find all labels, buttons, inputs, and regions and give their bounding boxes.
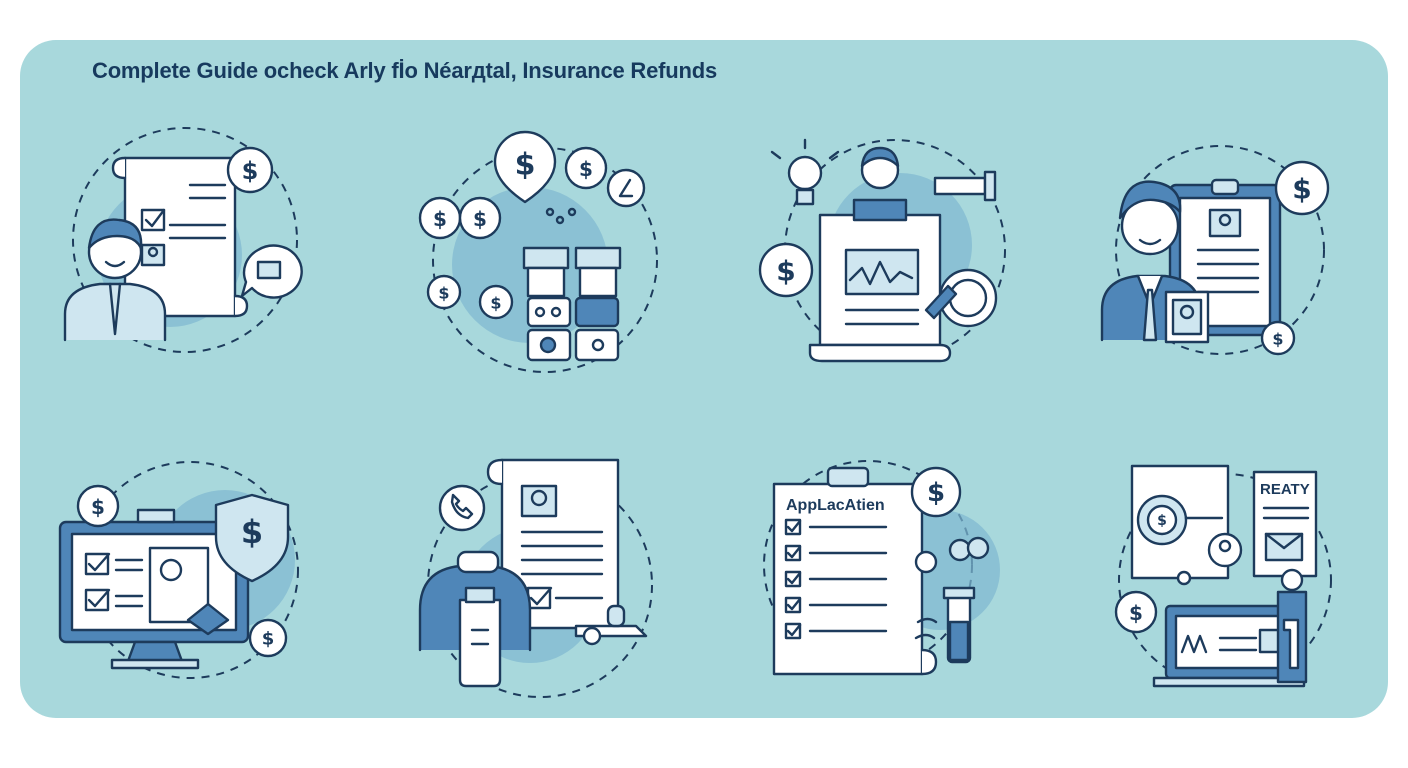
dollar-icon: $ — [1129, 601, 1143, 625]
illustration-coins-and-jars: $ $ $ $ $ $ — [418, 130, 658, 373]
illustration-application-checklist: AppLacAtien $ — [763, 460, 1000, 676]
illustration-advisor-with-claim-document: $ — [63, 127, 303, 353]
dollar-icon: $ — [433, 207, 447, 231]
guide-panel: Complete Guide oсheck Arly fİo Néarдtal,… — [20, 40, 1388, 718]
illustrations-canvas: $ $ $ $ $ $ $ — [58, 127, 1332, 698]
dollar-icon: $ — [927, 478, 945, 508]
dollar-icon: $ — [776, 255, 795, 288]
illustration-realty-documents-laptop: $ REATY $ — [1114, 464, 1332, 688]
illustration-patient-with-documents — [418, 458, 653, 698]
dollar-icon: $ — [91, 495, 105, 519]
application-label: AppLacAtien — [786, 497, 885, 514]
dollar-icon: $ — [241, 513, 263, 551]
realty-label: REATY — [1260, 481, 1310, 498]
illustration-report-with-tools: $ — [758, 138, 1006, 363]
dollar-icon: $ — [1157, 513, 1167, 529]
dollar-icon: $ — [579, 157, 593, 181]
dollar-icon: $ — [242, 157, 259, 185]
dollar-icon: $ — [1292, 173, 1311, 206]
illustration-computer-checklist-shield: $ $ $ — [58, 461, 299, 679]
dollar-icon: $ — [262, 629, 275, 650]
page-title: Complete Guide oсheck Arly fİo Néarдtal,… — [92, 58, 718, 83]
dollar-icon: $ — [438, 284, 449, 303]
dollar-icon: $ — [490, 294, 501, 313]
dollar-icon: $ — [1272, 330, 1283, 349]
dollar-icon: $ — [473, 207, 487, 231]
dollar-icon: $ — [515, 148, 536, 183]
illustration-person-with-clipboard: $ $ — [1100, 145, 1330, 356]
